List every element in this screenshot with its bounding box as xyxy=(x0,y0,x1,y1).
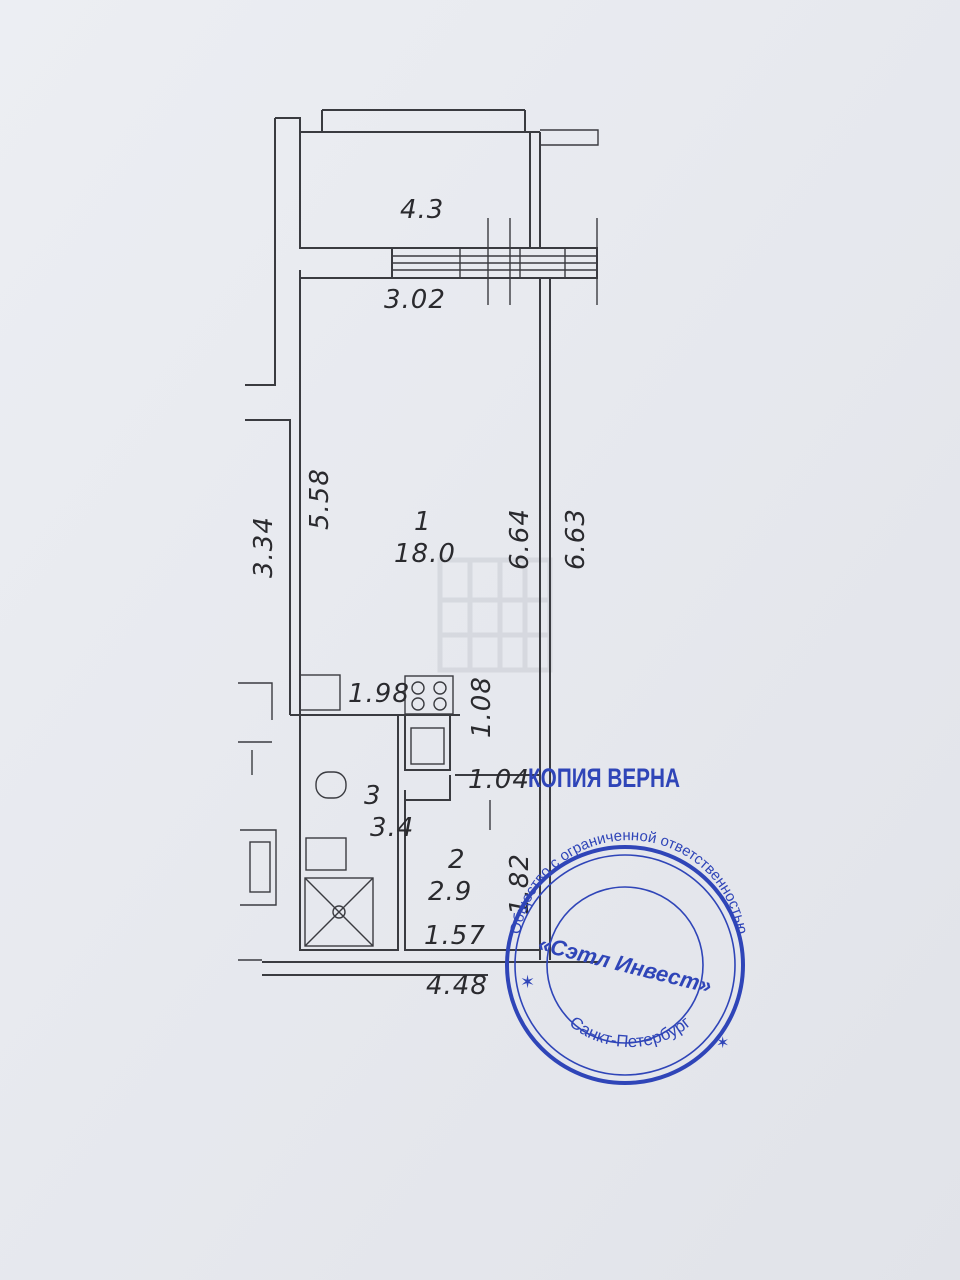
kitchen-width-label: 1.98 xyxy=(348,679,410,709)
hallway-width-label: 1.04 xyxy=(468,765,530,795)
hallway-bottom-label: 1.57 xyxy=(424,921,486,951)
balcony-width-label: 3.02 xyxy=(384,285,446,315)
outer-length-right-label: 6.63 xyxy=(561,508,591,570)
seal-star-left-icon: ✶ xyxy=(520,972,535,992)
room1-number-label: 1 xyxy=(414,507,432,537)
outer-length-left-label: 3.34 xyxy=(249,516,279,578)
kitchen-depth-label: 1.08 xyxy=(467,676,497,738)
watermark-logo-icon xyxy=(437,557,553,673)
copy-certified-stamp: КОПИЯ ВЕРНА xyxy=(528,763,680,793)
seal-star-right-icon: ✶ xyxy=(716,1035,729,1052)
hallway-depth-label: 1.82 xyxy=(505,853,535,915)
room1-area-label: 18.0 xyxy=(394,539,456,569)
room1-length-left-label: 5.58 xyxy=(305,468,335,530)
walls xyxy=(238,109,600,976)
bathroom-number-label: 3 xyxy=(364,781,382,811)
balcony-area-label: 4.3 xyxy=(400,195,444,225)
bathroom-area-label: 3.4 xyxy=(370,813,414,843)
hallway-area-label: 2.9 xyxy=(428,877,472,907)
bottom-total-label: 4.48 xyxy=(426,971,488,1001)
hallway-number-label: 2 xyxy=(448,845,466,875)
room1-length-right-label: 6.64 xyxy=(505,508,535,570)
